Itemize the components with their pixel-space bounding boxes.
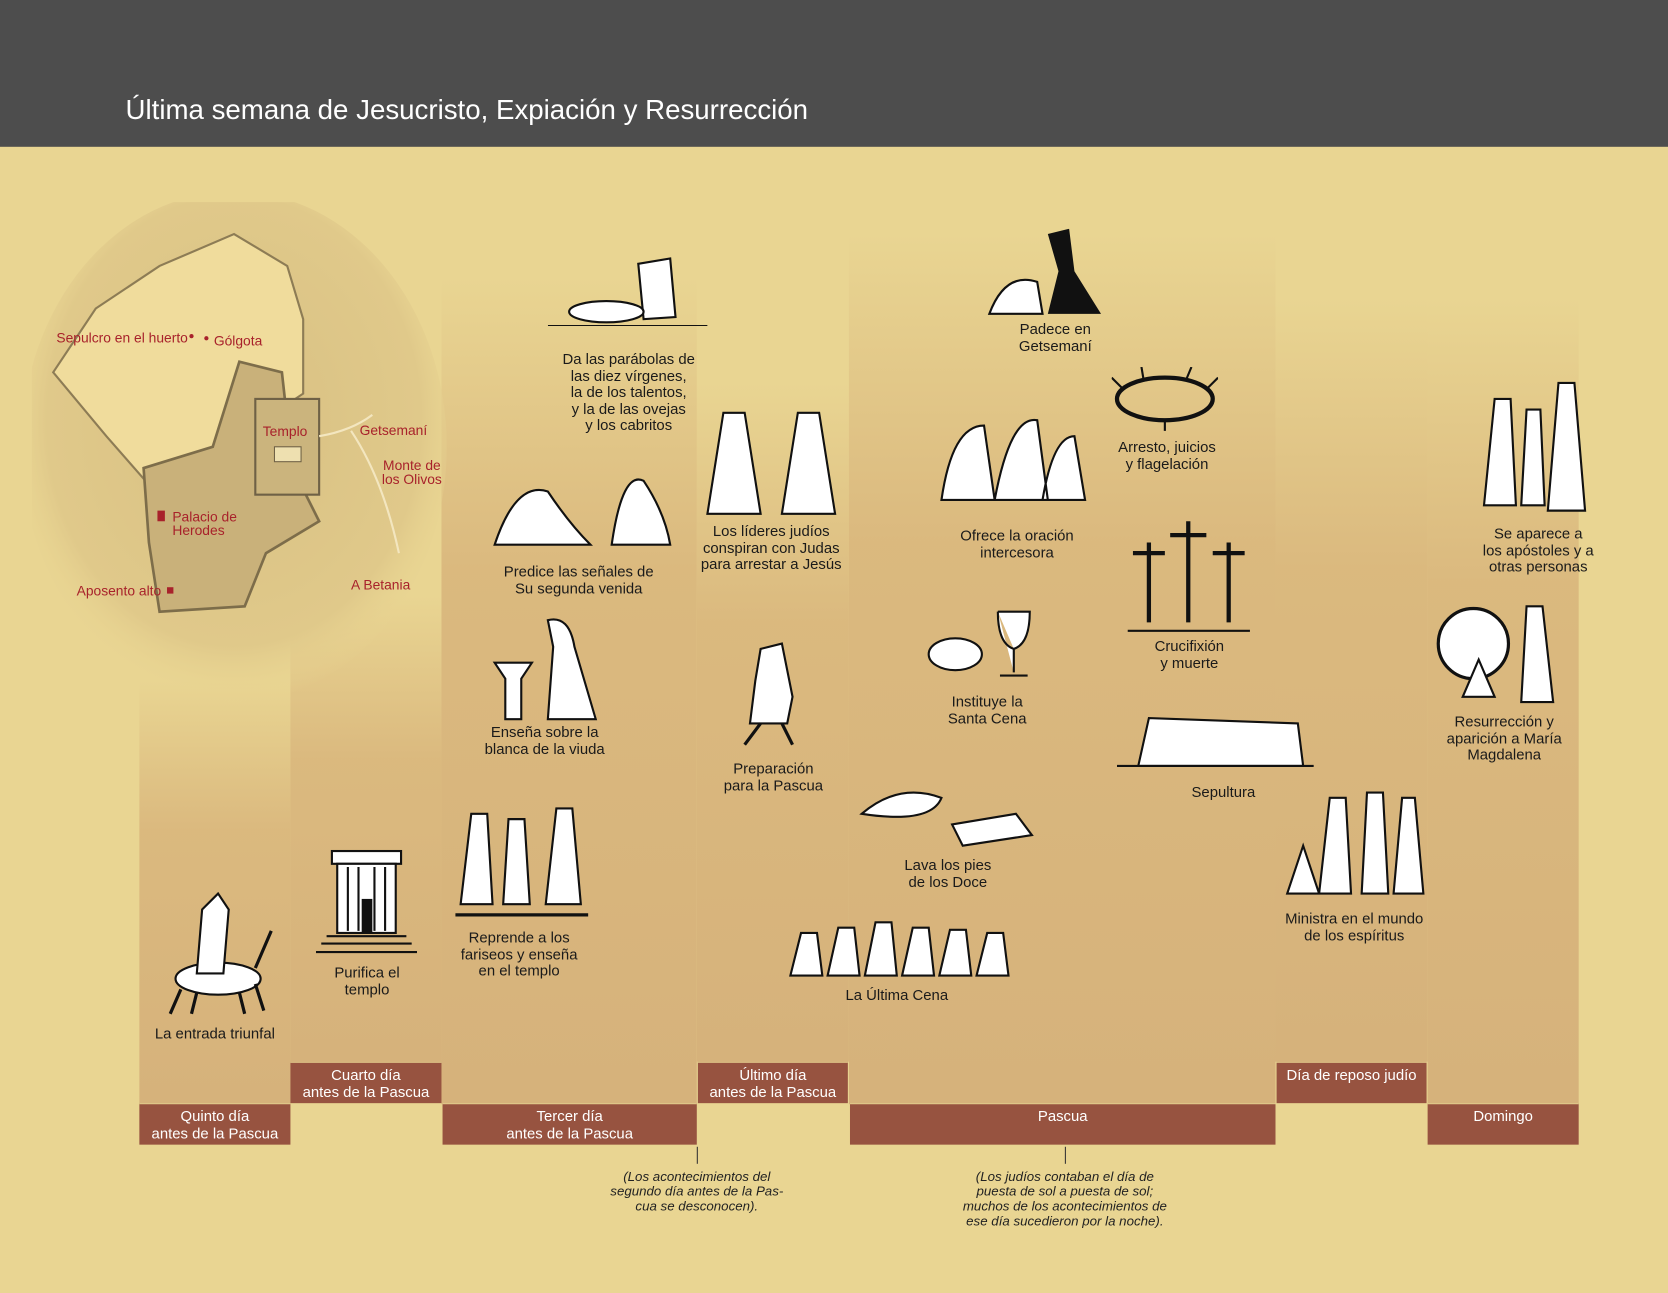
judas-conspiracy-illustration <box>706 411 837 515</box>
map-label-olivos: Monte de los Olivos <box>381 457 442 488</box>
spirit-world-illustration <box>1285 791 1425 895</box>
crown-of-thorns-illustration <box>1111 367 1219 431</box>
day-label-tercer: Tercer día antes de la Pascua <box>442 1103 697 1145</box>
map-label-betania: A Betania <box>351 576 411 593</box>
day-text: Día de reposo judío <box>1286 1065 1417 1083</box>
map-label-templo: Templo <box>262 423 308 440</box>
event-reprende-fariseos: Reprende a los fariseos y enseña en el t… <box>460 928 578 979</box>
column-quinto <box>139 680 291 1105</box>
day-label-quinto: Quinto día antes de la Pascua <box>139 1103 291 1145</box>
appears-to-apostles-illustration <box>1482 381 1587 512</box>
event-entrada-triunfal: La entrada triunfal <box>154 1024 275 1042</box>
day-text: Pascua <box>1037 1107 1088 1125</box>
event-preparacion-pascua: Preparación para la Pascua <box>723 759 824 794</box>
event-mundo-espiritus: Ministra en el mundo de los espíritus <box>1285 909 1424 944</box>
foot-washing-illustration <box>859 791 1034 847</box>
day-text: Cuarto día antes de la Pascua <box>302 1065 430 1100</box>
note-judios-dia: (Los judíos contaban el día de puesta de… <box>962 1169 1167 1229</box>
map-label-aposento: Aposento alto <box>76 582 162 599</box>
event-crucifixion: Crucifixión y muerte <box>1154 637 1225 671</box>
map-label-sepulcro: Sepulcro en el huerto <box>56 329 188 346</box>
day-label-cuarto: Cuarto día antes de la Pascua <box>290 1061 442 1104</box>
jerusalem-map <box>31 202 447 703</box>
note-segundo-dia: (Los acontecimientos del segundo día ant… <box>610 1169 784 1214</box>
mary-magdalene-illustration <box>1436 605 1555 704</box>
day-label-pascua: Pascua <box>849 1103 1276 1145</box>
day-label-domingo: Domingo <box>1427 1103 1579 1145</box>
event-blanca-viuda: Enseña sobre la blanca de la viuda <box>484 723 605 757</box>
day-label-ultimo: Último día antes de la Pascua <box>697 1061 848 1104</box>
temple-illustration <box>315 849 418 954</box>
widow-offering-illustration <box>492 618 598 721</box>
event-parabolas: Da las parábolas de las diez vírgenes, l… <box>562 349 695 433</box>
event-lava-pies: Lava los pies de los Doce <box>904 856 992 890</box>
page-title: Última semana de Jesucristo, Expiación y… <box>125 93 809 126</box>
map-label-golgota: Gólgota <box>213 332 263 349</box>
event-sepultura: Sepultura <box>1191 782 1256 800</box>
last-supper-illustration <box>789 921 1010 977</box>
event-senales-segunda-venida: Predice las señales de Su segunda venida <box>503 562 654 597</box>
event-aparece-apostoles: Se aparece a los apóstoles y a otras per… <box>1482 524 1594 575</box>
intercessory-prayer-illustration <box>940 418 1087 502</box>
event-conspiran-judas: Los líderes judíos conspiran con Judas p… <box>700 522 842 573</box>
day-text: Quinto día antes de la Pascua <box>151 1107 279 1142</box>
tomb-illustration <box>1116 716 1314 767</box>
note-pointer <box>696 1146 698 1164</box>
event-ultima-cena: La Última Cena <box>845 986 949 1004</box>
event-getsemani: Padece en Getsemaní <box>1018 320 1092 354</box>
event-purifica-templo: Purifica el templo <box>334 963 400 998</box>
disciples-seated-illustration <box>493 478 672 546</box>
pharisees-illustration <box>455 807 589 917</box>
donkey-rider-illustration <box>168 891 273 1015</box>
column-reposo <box>1275 297 1428 1062</box>
day-label-reposo: Día de reposo judío <box>1276 1061 1427 1104</box>
map-label-getsemani: Getsemaní <box>359 422 428 439</box>
day-text: Tercer día antes de la Pascua <box>506 1107 634 1142</box>
event-resurreccion: Resurrección y aparición a María Magdale… <box>1446 712 1562 763</box>
day-text: Domingo <box>1473 1107 1533 1125</box>
event-santa-cena: Instituye la Santa Cena <box>947 692 1027 727</box>
passover-preparation-illustration <box>743 642 794 746</box>
map-label-palacio: Palacio de Herodes <box>172 508 237 539</box>
three-crosses-illustration <box>1127 521 1250 632</box>
gethsemane-tree-illustration <box>987 228 1102 315</box>
event-oracion-intercesora: Ofrece la oración intercesora <box>960 526 1074 561</box>
day-text: Último día antes de la Pascua <box>709 1065 837 1100</box>
lamp-and-jug-illustration <box>547 257 708 327</box>
header-bar: Última semana de Jesucristo, Expiación y… <box>0 0 1668 147</box>
note-pointer <box>1064 1146 1066 1164</box>
bread-and-cup-illustration <box>927 610 1031 677</box>
event-arresto: Arresto, juicios y flagelación <box>1118 438 1216 472</box>
